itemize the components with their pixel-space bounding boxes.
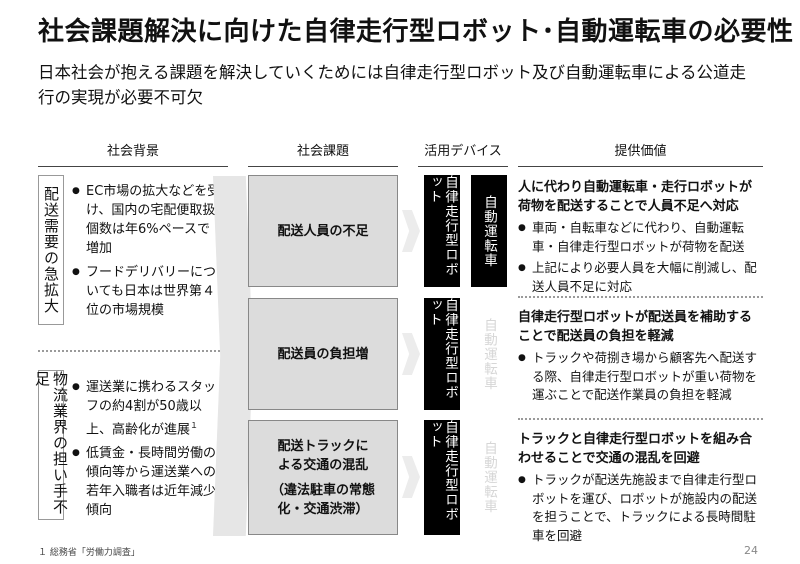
arrow-icon [402,210,420,252]
device-car-2: 自動運転車 [471,298,507,410]
arrow-icon [402,333,420,375]
device-robot-2: 自律走行型ロボット [424,298,460,410]
page-subtitle: 日本社会が抱える課題を解決していくためには自律走行型ロボット及び自動運転車による… [38,63,747,107]
list-item: トラックや荷捌き場から顧客先へ配送する際、自律走行型ロボットが重い荷物を運ぶこと… [518,349,763,405]
device-robot-3: 自律走行型ロボット [424,420,460,535]
page-number: 24 [744,544,758,557]
page-title: 社会課題解決に向けた自律走行型ロボット･自動運転車の必要性 [38,17,794,47]
background-bullets-1: EC市場の拡大などを受け、国内の宅配便取扱個数は年6%ペースで増加 フードデリバ… [72,182,222,325]
column-header-value: 提供価値 [518,143,763,167]
background-label-1: 配送需要の急拡大 [38,175,64,325]
list-item: 車両・自転車などに代わり、自動運転車・自律走行型ロボットが荷物を配送 [518,219,763,256]
list-item: トラックが配送先施設まで自律走行型ロボットを運び、ロボットが施設内の配送を担うこ… [518,471,763,545]
device-car-3: 自動運転車 [471,420,507,535]
value-block-1: 人に代わり自動運転車・走行ロボットが荷物を配送することで人員不足へ対応 車両・自… [518,178,763,296]
column-header-devices: 活用デバイス [418,143,508,167]
list-item: EC市場の拡大などを受け、国内の宅配便取扱個数は年6%ペースで増加 [72,182,222,258]
value-divider [518,296,763,298]
value-block-2: 自律走行型ロボットが配送員を補助することで配送員の負担を軽減 トラックや荷捌き場… [518,308,763,405]
arrow-icon [402,456,420,498]
footnote-mark: １ [190,421,199,430]
value-block-3: トラックと自律走行型ロボットを組み合わせることで交通の混乱を回避 トラックが配送… [518,430,763,545]
flow-chevron [213,176,253,536]
issue-box-2: 配送員の負担増 [248,298,398,410]
list-item: 運送業に携わるスタッフの約4割が50歳以上、高齢化が進展１ [72,378,222,439]
device-robot-1: 自律走行型ロボット [424,175,460,287]
device-car-1: 自動運転車 [471,175,507,287]
issue-box-1: 配送人員の不足 [248,175,398,287]
list-item: 低賃金・長時間労働の傾向等から運送業への若年入職者は近年減少傾向 [72,444,222,520]
list-item: 上記により必要人員を大幅に削減し、配送人員不足に対応 [518,259,763,296]
background-bullets-2: 運送業に携わるスタッフの約4割が50歳以上、高齢化が進展１ 低賃金・長時間労働の… [72,378,222,525]
background-label-2: 物流業界の担い手不足 [33,370,69,520]
column-header-issues: 社会課題 [248,143,398,167]
column-header-background: 社会背景 [38,143,228,167]
issue-box-3: 配送トラックによる交通の混乱 （違法駐車の常態化・交通渋滞） [248,420,398,535]
value-divider [518,418,763,420]
footnote: １ 総務省「労働力調査」 [38,548,140,558]
background-divider [38,350,228,352]
list-item: フードデリバリーについても日本は世界第４位の市場規模 [72,263,222,320]
